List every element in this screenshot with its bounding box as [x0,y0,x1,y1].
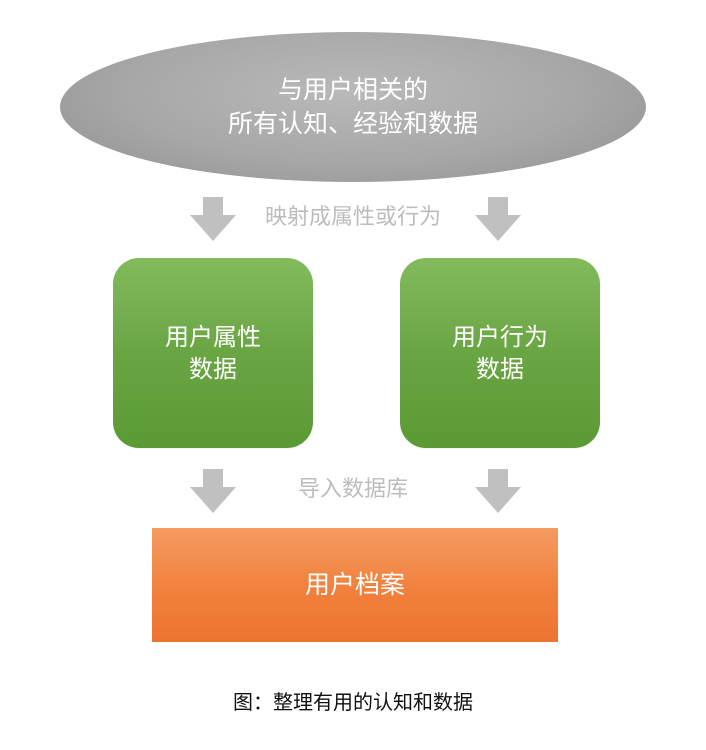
user-profile-node: 用户档案 [152,528,558,642]
user-behavior-data-node: 用户行为 数据 [400,258,600,448]
connector-label-bottom: 导入数据库 [297,477,408,502]
top-node-line2: 所有认知、经验和数据 [227,109,478,138]
bottom-node-label: 用户档案 [304,570,405,599]
down-arrow-icon [190,469,236,513]
down-arrow-icon [190,197,236,241]
top-ellipse-node: 与用户相关的 所有认知、经验和数据 [60,32,646,182]
right-node-line1: 用户行为 [452,323,548,351]
down-arrow-icon [475,469,521,513]
user-attribute-data-node: 用户属性 数据 [113,258,313,448]
left-node-line2: 数据 [189,355,237,383]
left-node-line1: 用户属性 [165,323,261,351]
figure-caption: 图：整理有用的认知和数据 [233,690,473,714]
top-node-line1: 与用户相关的 [277,75,428,104]
down-arrow-icon [475,197,521,241]
connector-label-top: 映射成属性或行为 [264,205,441,230]
right-node-line2: 数据 [476,355,524,383]
